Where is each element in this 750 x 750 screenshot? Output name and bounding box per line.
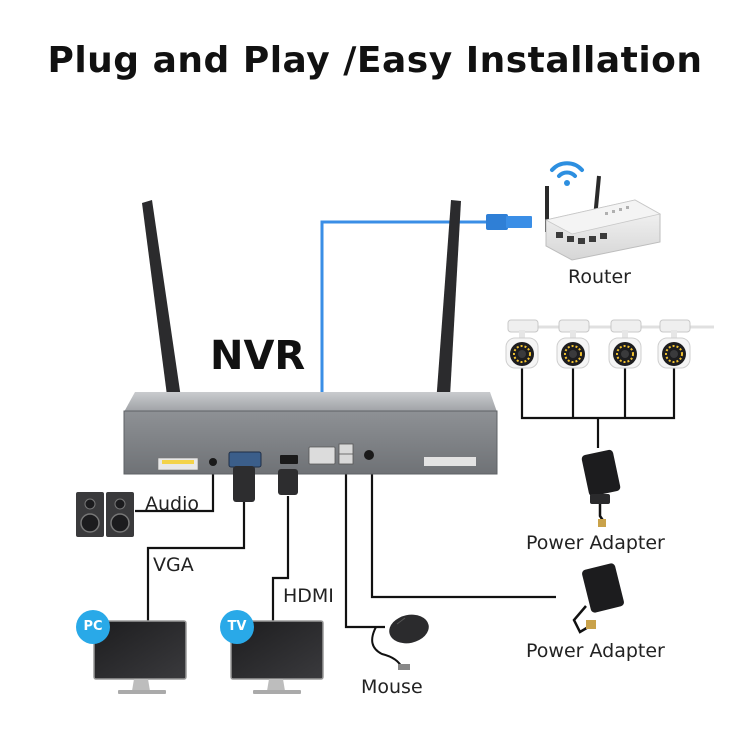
device-cables: [135, 365, 676, 629]
camera-2: [556, 319, 613, 369]
audio-label: Audio: [145, 493, 200, 515]
speakers: [76, 492, 134, 537]
tv-badge: TV: [220, 610, 254, 644]
vga-cable: [146, 500, 246, 624]
hdmi-label: HDMI: [283, 585, 334, 607]
camera-4: [657, 319, 714, 369]
cameras-group: [505, 319, 714, 369]
power-adapter-1: [581, 449, 621, 527]
pc-badge: PC: [76, 610, 110, 644]
mouse-label: Mouse: [361, 676, 423, 698]
wifi-icon: [550, 161, 584, 186]
page-title: Plug and Play /Easy Installation: [47, 40, 703, 81]
camera-bus-cable: [520, 365, 676, 420]
router-device: [544, 161, 662, 261]
vga-label: VGA: [153, 554, 194, 576]
power-adapter-1-label: Power Adapter: [526, 532, 665, 554]
audio-cable: [135, 468, 215, 513]
power-adapter-2: [572, 563, 624, 634]
hdmi-cable: [271, 496, 290, 624]
mouse-cable: [344, 472, 385, 629]
camera-3: [608, 319, 665, 369]
tv-monitor: [230, 620, 324, 694]
nvr-device: [123, 200, 498, 502]
nvr-label: NVR: [210, 333, 306, 379]
pc-monitor: [93, 620, 187, 694]
camera-1: [505, 319, 562, 369]
power-adapter-2-label: Power Adapter: [526, 640, 665, 662]
mouse-device: [371, 614, 429, 670]
power-cable-nvr: [370, 472, 556, 599]
router-label: Router: [568, 266, 631, 288]
